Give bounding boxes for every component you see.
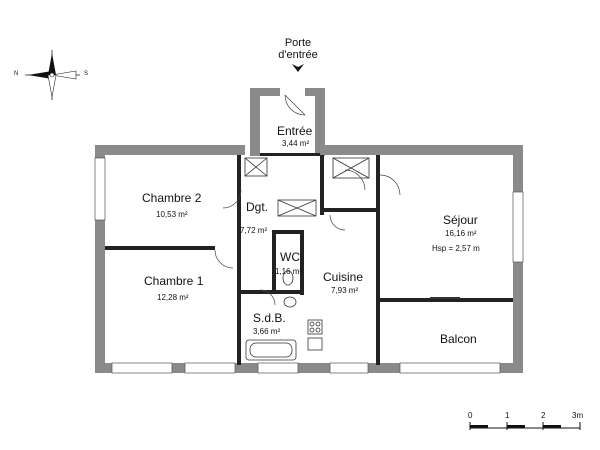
room-cuisine-name: Cuisine — [323, 270, 364, 284]
compass-north-label: N — [14, 71, 19, 77]
room-wc-name: WC — [280, 250, 300, 264]
room-wc-area: 1,16 m² — [275, 267, 303, 276]
scale-tick-2: 2 — [541, 411, 546, 420]
room-dgt-area: 7,72 m² — [240, 226, 268, 235]
entrance-arrow — [292, 64, 304, 72]
room-entree-area: 3,44 m² — [282, 139, 310, 148]
scale-tick-0: 0 — [468, 411, 473, 420]
room-balcon-name: Balcon — [440, 332, 477, 346]
doors — [214, 94, 401, 306]
scale-bar — [469, 422, 581, 430]
room-cuisine-area: 7,93 m² — [331, 286, 359, 295]
fixtures — [245, 270, 460, 361]
room-chambre2-area: 10,53 m² — [156, 210, 188, 219]
entrance-label-line1: Porte — [284, 37, 312, 49]
windows — [94, 157, 524, 374]
entrance-label: Porte d'entrée — [272, 37, 324, 61]
entrance-label-line2: d'entrée — [278, 49, 318, 61]
scale-tick-1: 1 — [505, 411, 510, 420]
room-chambre1-name: Chambre 1 — [144, 274, 204, 288]
compass-rose — [25, 50, 80, 100]
room-entree-name: Entrée — [277, 124, 313, 138]
room-sejour-hsp: Hsp = 2,57 m — [432, 244, 480, 253]
room-sdb-name: S.d.B. — [253, 311, 286, 325]
room-dgt-name: Dgt. — [246, 200, 269, 214]
scale-tick-3: 3m — [572, 411, 584, 420]
room-sejour-name: Séjour — [443, 213, 478, 227]
interior-walls — [105, 153, 513, 365]
room-chambre2-name: Chambre 2 — [142, 191, 202, 205]
room-chambre1-area: 12,28 m² — [157, 293, 189, 302]
room-sejour-area: 16,16 m² — [445, 229, 477, 238]
compass-south-label: S — [84, 71, 89, 77]
cupboards — [244, 157, 370, 217]
room-sdb-area: 3,66 m² — [253, 327, 281, 336]
